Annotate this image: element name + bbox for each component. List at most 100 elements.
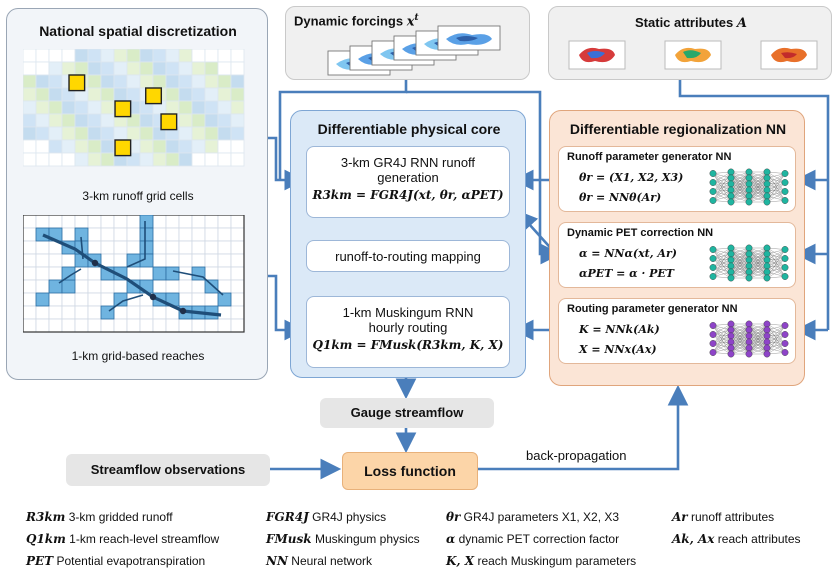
runoff-nn-eq2: θr = NNθ(Ar) [579, 191, 662, 204]
nn-edge [766, 258, 786, 279]
nn-edge [712, 253, 732, 277]
grid-cell [178, 74, 193, 89]
grid-cell [61, 152, 76, 167]
grid-cell [74, 49, 89, 63]
nn-node [727, 350, 735, 358]
reach-grid-cell [152, 253, 167, 268]
nn-edge [730, 265, 750, 279]
nn-edge [748, 329, 768, 355]
grid-cell [152, 49, 167, 63]
reach-grid-cell [230, 279, 245, 294]
reach-grid-cell [191, 253, 206, 268]
grid-cell [48, 61, 63, 76]
static-map-3 [760, 40, 818, 70]
nn-edge [712, 335, 732, 353]
grid-cell [23, 152, 37, 167]
reach-grid-cell [204, 253, 219, 268]
confluence-node [149, 293, 157, 301]
grid-cell [113, 126, 128, 141]
grid-cell [204, 49, 219, 63]
arrow-forcings-to-pet [406, 90, 562, 265]
nn-edge [766, 265, 786, 277]
grid-cell [230, 87, 245, 102]
nn-node [727, 326, 735, 334]
grid-cell [191, 61, 206, 76]
nn-edge [748, 323, 768, 337]
nn-edge [712, 247, 732, 268]
grid-cell [204, 126, 219, 141]
reach-grid-cell [152, 279, 167, 294]
grid-cell [100, 100, 115, 115]
grid-cell [230, 49, 245, 63]
grid-cell [217, 61, 232, 76]
nn-edge [766, 191, 786, 203]
pet-nn-eq1: α = NNα(xt, Ar) [579, 247, 677, 260]
reach-grid-cell [178, 227, 193, 242]
grid-cell [152, 61, 167, 76]
reach-cell [139, 227, 154, 242]
grid-cell [48, 87, 63, 102]
grid-cell [87, 49, 102, 63]
routing-nn-box: Routing parameter generator NN K = NNk(A… [558, 298, 796, 364]
nn-node [727, 192, 735, 200]
highlighted-grid-cell [160, 113, 178, 131]
nn-node [781, 340, 789, 347]
grid-cell [178, 152, 193, 167]
nn-node [727, 338, 735, 346]
grid-cell [35, 61, 50, 76]
nn-edge [730, 177, 750, 203]
nn-node [709, 273, 717, 280]
nn-edge [748, 247, 768, 267]
nn-edge [730, 341, 750, 355]
grid-cell [48, 113, 63, 128]
grid-cell [113, 74, 128, 89]
nn-node [727, 344, 735, 352]
nn-edge [748, 177, 768, 203]
static-attributes-box: Static attributes A [548, 6, 832, 80]
nn-node [763, 250, 771, 258]
spatial-title: National spatial discretization [39, 23, 237, 39]
nn-node [727, 256, 735, 264]
gr4j-equation: R3km = FGR4J(xt, θr, αPET) [312, 188, 504, 202]
dynamic-superscript: t [414, 13, 419, 23]
reach-grid-cell [217, 318, 232, 333]
grid-cell [126, 61, 141, 76]
nn-node [709, 322, 717, 329]
reach-grid-cell [48, 318, 63, 333]
reach-grid-cell [152, 227, 167, 242]
nn-node [745, 268, 753, 276]
reach-grid-map [23, 215, 245, 333]
nn-node [745, 274, 753, 282]
nn-node [763, 262, 771, 270]
reach-grid-cell [126, 215, 141, 229]
legend-fmusk-desc: Muskingum physics [314, 532, 420, 546]
nn-node [781, 255, 789, 262]
nn-edge [766, 341, 786, 353]
reach-grid-cell [61, 253, 76, 268]
backprop-label: back-propagation [526, 448, 627, 463]
grid-cell [61, 139, 76, 154]
legend-kx-desc: reach Muskingum parameters [477, 554, 637, 568]
grid-cell [87, 100, 102, 115]
pet-nn-network-icon [709, 244, 789, 282]
nn-edge [766, 247, 786, 259]
nn-edge [712, 343, 732, 355]
grid-cell [61, 49, 76, 63]
reach-grid-cell [152, 240, 167, 255]
reach-grid-cell [126, 240, 141, 255]
nn-edge [730, 323, 750, 337]
grid-cell [100, 152, 115, 167]
nn-edge [766, 182, 786, 197]
grid-cell [165, 49, 180, 63]
grid-cell [23, 61, 37, 76]
runoff-nn-box: Runoff parameter generator NN θr = (X1, … [558, 146, 796, 212]
nn-edge [766, 343, 786, 355]
grid-cell [74, 152, 89, 167]
reach-grid-cell [217, 215, 232, 229]
reach-grid-cell [217, 227, 232, 242]
grid-cell [230, 152, 245, 167]
nn-edge [748, 341, 768, 355]
reach-grid-cell [113, 279, 128, 294]
nn-node [781, 349, 789, 356]
reach-cell [152, 266, 167, 281]
